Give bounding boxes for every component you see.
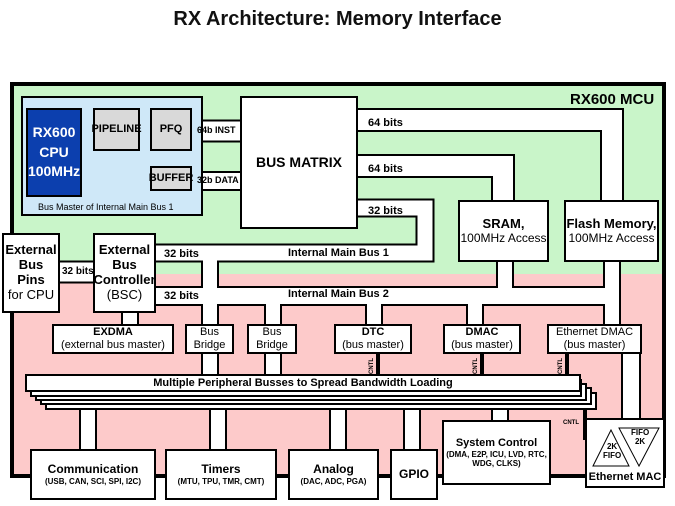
ebc-bus2-label: 32 bits xyxy=(164,290,199,302)
dtc-box: DTC(bus master) xyxy=(334,324,412,354)
data-label: 32b DATA xyxy=(197,175,239,185)
pins-l1: External xyxy=(5,242,57,258)
peripheral-title: Analog xyxy=(313,462,354,476)
pipeline-box: PIPELINE xyxy=(91,108,142,151)
cpu-name: RX600 xyxy=(32,124,76,141)
system-control-l1: (DMA, E2P, ICU, LVD, RTC, xyxy=(446,449,547,459)
master-title: DTC xyxy=(361,326,385,339)
master-title: Bus xyxy=(200,326,219,339)
bus2-label: Internal Main Bus 2 xyxy=(288,288,389,300)
fifo-rx-size: 2K xyxy=(606,442,618,451)
ethernet-mac-title: Ethernet MAC xyxy=(588,471,662,484)
flash-link-label: 64 bits xyxy=(368,117,403,129)
system-control-box: System Control(DMA, E2P, ICU, LVD, RTC,W… xyxy=(442,420,551,485)
cntl-label-eth: CNTL xyxy=(558,358,564,374)
sram-box: SRAM, 100MHz Access xyxy=(458,200,549,262)
ebc-bus1-label: 32 bits xyxy=(164,248,199,260)
peripheral-title: Communication xyxy=(47,462,139,476)
flash-sub: 100MHz Access xyxy=(568,230,655,245)
inst-label: 64b INST xyxy=(197,125,236,135)
peripheral-sub: (DAC, ADC, PGA) xyxy=(300,476,367,486)
sram-title: SRAM, xyxy=(482,215,525,231)
gpio-box: GPIO xyxy=(390,449,438,500)
dmac-box: DMAC(bus master) xyxy=(443,324,521,354)
cpu-label: CPU xyxy=(39,143,69,160)
master-sub: (bus master) xyxy=(342,339,404,351)
master-sub: (external bus master) xyxy=(61,339,165,351)
peripheral-sub: (USB, CAN, SCI, SPI, I2C) xyxy=(44,476,141,486)
master-sub: Bridge xyxy=(193,339,226,351)
flash-box: Flash Memory, 100MHz Access xyxy=(564,200,659,262)
master-sub: (bus master) xyxy=(451,339,513,351)
master-title: EXDMA xyxy=(93,326,133,339)
ebc-l1: External xyxy=(98,242,151,258)
page-title: RX Architecture: Memory Interface xyxy=(173,8,502,30)
sram-link-label: 64 bits xyxy=(368,163,403,175)
cntl-label-mac: CNTL xyxy=(563,420,579,426)
cpu-caption: Bus Master of Internal Main Bus 1 xyxy=(38,202,174,212)
fifo-tx-label: FIFO xyxy=(631,428,650,437)
master-title: Ethernet DMAC xyxy=(555,326,634,339)
exdma-box: EXDMA(external bus master) xyxy=(52,324,174,354)
cntl-label-dmac: CNTL xyxy=(473,358,479,374)
master-sub: (bus master) xyxy=(563,339,626,351)
pfq-box: PFQ xyxy=(150,108,192,151)
ethernet-dmac-box: Ethernet DMAC(bus master) xyxy=(547,324,642,354)
pins-l3: for CPU xyxy=(7,286,55,302)
communication-box: Communication(USB, CAN, SCI, SPI, I2C) xyxy=(30,449,156,500)
timers-box: Timers(MTU, TPU, TMR, CMT) xyxy=(165,449,277,500)
bus1-link-label: 32 bits xyxy=(368,205,403,217)
master-title: DMAC xyxy=(465,326,499,339)
fifo-tx-size: 2K xyxy=(634,436,646,446)
fifo-icon xyxy=(592,427,660,468)
buffer-box: BUFFER xyxy=(149,166,193,191)
bus-matrix: BUS MATRIX xyxy=(240,96,358,229)
bus1-label: Internal Main Bus 1 xyxy=(288,247,389,259)
mcu-label: RX600 MCU xyxy=(570,91,655,108)
external-bus-pins: External Bus Pins for CPU xyxy=(2,233,60,313)
fifo-rx-label: FIFO xyxy=(603,450,622,460)
flash-title: Flash Memory, xyxy=(566,215,657,231)
cpu-box: RX600 CPU 100MHz xyxy=(26,108,82,197)
cpu-speed: 100MHz xyxy=(27,163,81,180)
cntl-label-dtc: CNTL xyxy=(369,358,375,374)
peripheral-bus: Multiple Peripheral Busses to Spread Ban… xyxy=(25,374,581,392)
master-sub: Bridge xyxy=(256,339,288,351)
peripheral-sub: (MTU, TPU, TMR, CMT) xyxy=(177,476,265,486)
peripheral-title: Timers xyxy=(201,462,241,476)
sram-sub: 100MHz Access xyxy=(460,230,547,245)
master-title: Bus xyxy=(262,326,282,339)
pins-l2: Bus Pins xyxy=(17,257,45,287)
analog-box: Analog(DAC, ADC, PGA) xyxy=(288,449,379,500)
system-control-title: System Control xyxy=(455,436,538,449)
system-control-l2: WDG, CLKS) xyxy=(472,458,521,468)
pins-link-label: 32 bits xyxy=(62,266,94,277)
ebc-l2: Bus xyxy=(112,257,137,273)
external-bus-controller: External Bus Controller (BSC) xyxy=(93,233,156,313)
ebc-l4: (BSC) xyxy=(106,286,143,302)
ebc-l3: Controller xyxy=(93,272,156,287)
